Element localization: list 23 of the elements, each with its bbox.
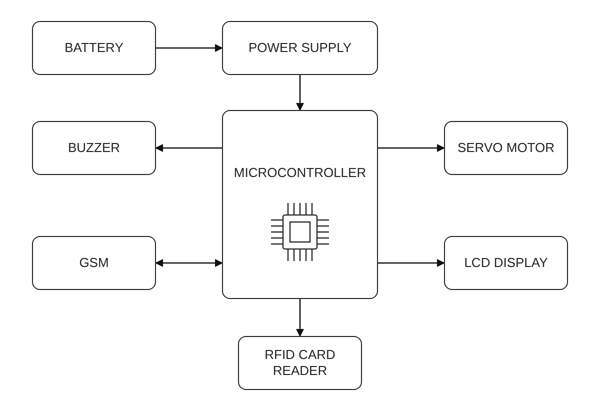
block-label: SERVO MOTOR	[457, 140, 555, 156]
arrow	[156, 44, 223, 52]
block-box	[444, 236, 568, 290]
microcontroller-box	[222, 110, 378, 299]
arrow	[155, 259, 223, 267]
block-box	[238, 336, 362, 390]
arrow	[378, 259, 445, 267]
arrow	[296, 75, 304, 111]
arrow	[378, 144, 445, 152]
block-box	[32, 236, 156, 290]
block-label: LCD DISPLAY	[464, 254, 548, 272]
block-label: BATTERY	[64, 40, 124, 56]
arrow	[155, 144, 222, 152]
block-label: MICROCONTROLLER	[234, 165, 366, 182]
block-label: RFID CARD READER	[264, 346, 336, 380]
block-box	[32, 21, 156, 75]
block-box	[32, 121, 156, 175]
block-box	[222, 21, 378, 75]
block-label: BUZZER	[68, 140, 120, 156]
block-label: POWER SUPPLY	[248, 40, 352, 56]
block-box	[444, 121, 568, 175]
arrow	[296, 299, 304, 337]
block-label: GSM	[79, 254, 109, 272]
